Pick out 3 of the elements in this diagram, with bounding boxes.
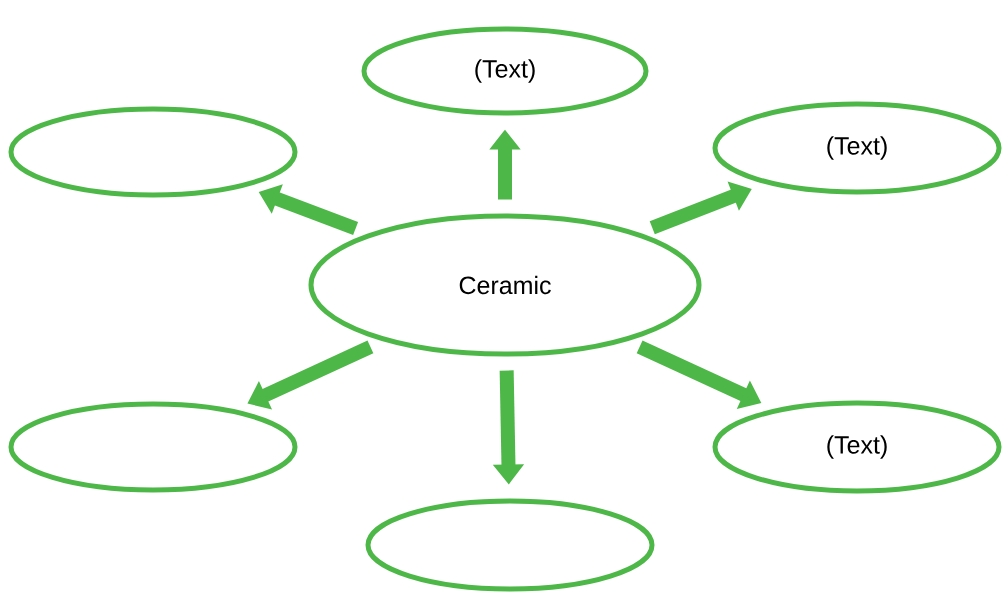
empty-ellipse bbox=[8, 106, 298, 198]
empty-ellipse bbox=[365, 498, 655, 592]
empty-ellipse bbox=[8, 401, 298, 493]
